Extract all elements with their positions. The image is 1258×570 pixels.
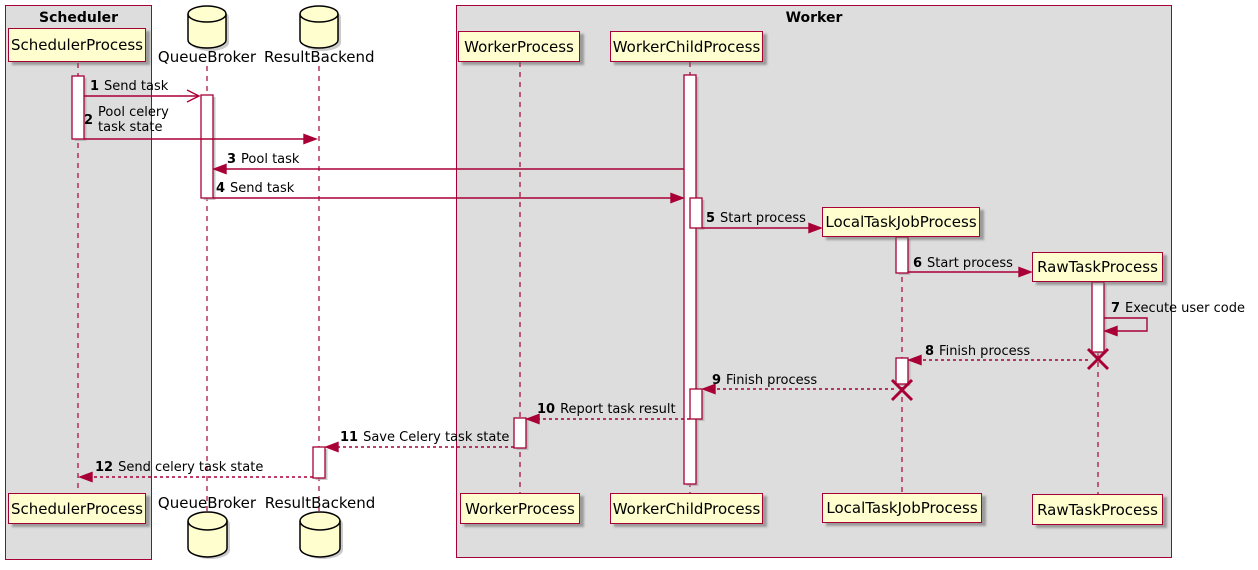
arrow-3-head [212, 163, 227, 175]
message-5-label: 5 Start process [706, 211, 806, 226]
participant-label: RawTaskProcess [1037, 500, 1158, 519]
arrow-12-head [78, 471, 93, 483]
message-text: Send celery task state [118, 460, 264, 475]
message-text: Execute user code [1125, 301, 1246, 316]
message-number: 9 [712, 373, 722, 388]
activation-result-backend [312, 446, 326, 479]
participant-label: WorkerChildProcess [612, 37, 761, 56]
arrow-8-head [907, 354, 922, 366]
message-4-label: 4 Send task [216, 181, 294, 196]
message-text: Start process [927, 256, 1013, 271]
arrow-10-head [525, 413, 540, 425]
activation-worker-process [513, 417, 527, 449]
message-number: 3 [227, 152, 237, 167]
activation-raw-task [1091, 281, 1105, 353]
result-backend-cylinder-top [299, 5, 339, 49]
message-number: 2 [84, 112, 94, 128]
activation-queue-broker [200, 94, 214, 199]
participant-label: LocalTaskJobProcess [825, 213, 977, 231]
message-2-label: 2 Pool celery task state [84, 105, 169, 135]
database-shapes [187, 5, 343, 559]
participant-label: WorkerProcess [464, 37, 574, 56]
arrow-5-head [808, 222, 823, 234]
queue-broker-cylinder-top [187, 5, 227, 49]
participant-label: SchedulerProcess [11, 499, 143, 518]
message-11-label: 11 Save Celery task state [340, 430, 509, 445]
destroy-x-raw-task-process [1086, 347, 1110, 371]
message-number: 10 [537, 402, 556, 417]
result-backend-label-top: ResultBackend [264, 48, 375, 66]
message-number: 1 [90, 79, 100, 94]
message-3-label: 3 Pool task [227, 152, 299, 167]
message-text: Send task [104, 79, 169, 94]
message-number: 6 [913, 256, 923, 271]
destroy-x-local-task-job-process [890, 378, 914, 402]
participant-label: LocalTaskJobProcess [826, 499, 978, 517]
arrow-9-head [701, 383, 716, 395]
message-number: 5 [706, 211, 716, 226]
participant-label: SchedulerProcess [11, 36, 143, 54]
arrow-6-head [1018, 266, 1033, 278]
activation-local-task-job-1 [895, 236, 909, 274]
activation-worker-child-main [683, 74, 697, 485]
message-text: Report task result [560, 402, 676, 417]
message-9-label: 9 Finish process [712, 373, 817, 388]
activation-worker-child-nested-2 [689, 388, 703, 420]
participant-worker-process-bottom: WorkerProcess [460, 493, 580, 524]
participant-worker-child-process-top: WorkerChildProcess [610, 31, 763, 62]
queue-broker-label-bottom: QueueBroker [157, 494, 257, 512]
message-10-label: 10 Report task result [537, 402, 676, 417]
message-number: 11 [340, 430, 359, 445]
participant-worker-child-process-bottom: WorkerChildProcess [610, 493, 763, 524]
message-number: 12 [95, 460, 114, 475]
message-text: Pool celery task state [98, 105, 169, 135]
activation-bars [71, 74, 1105, 485]
arrow-7-loop [1104, 317, 1148, 332]
message-text: Pool task [241, 152, 300, 167]
activation-worker-child-nested-1 [689, 197, 703, 229]
message-6-label: 6 Start process [913, 256, 1013, 271]
arrow-1-head-open [186, 89, 201, 103]
message-1-label: 1 Send task [90, 79, 168, 94]
participant-scheduler-process-top: SchedulerProcess [8, 28, 146, 62]
participant-scheduler-process-bottom: SchedulerProcess [8, 493, 146, 524]
participant-raw-task-process-bottom: RawTaskProcess [1032, 494, 1163, 525]
lifelines [77, 62, 1099, 511]
worker-frame-title: Worker [785, 10, 843, 26]
arrow-11-head [324, 441, 339, 453]
result-backend-cylinder-bottom [299, 511, 341, 558]
participant-label: WorkerChildProcess [612, 499, 761, 518]
message-text: Finish process [726, 373, 818, 388]
participant-worker-process-top: WorkerProcess [458, 31, 580, 62]
message-7-label: 7 Execute user code [1111, 301, 1245, 316]
message-number: 4 [216, 181, 226, 196]
message-text: Save Celery task state [363, 430, 510, 445]
scheduler-frame-title: Scheduler [38, 10, 119, 26]
message-number: 7 [1111, 301, 1121, 316]
message-number: 8 [925, 344, 935, 359]
participant-local-task-job-process-created: LocalTaskJobProcess [822, 207, 980, 237]
queue-broker-label-top: QueueBroker [157, 48, 257, 66]
arrow-7-head [1103, 325, 1118, 337]
result-backend-label-bottom: ResultBackend [264, 494, 376, 512]
participant-label: WorkerProcess [465, 499, 575, 518]
arrow-2-head [303, 133, 318, 145]
message-text: Start process [720, 211, 806, 226]
message-12-label: 12 Send celery task state [95, 460, 263, 475]
message-8-label: 8 Finish process [925, 344, 1030, 359]
message-text: Finish process [939, 344, 1031, 359]
participant-label: RawTaskProcess [1037, 258, 1158, 276]
arrow-4-head [670, 192, 685, 204]
activation-local-task-job-2 [895, 357, 909, 385]
destroy-marks [890, 347, 1110, 402]
message-text: Send task [230, 181, 295, 196]
activation-scheduler-process [71, 75, 85, 140]
queue-broker-cylinder-bottom [187, 511, 228, 558]
message-arrows [78, 89, 1148, 483]
participant-local-task-job-process-bottom: LocalTaskJobProcess [822, 493, 982, 523]
participant-raw-task-process-created: RawTaskProcess [1032, 252, 1163, 282]
